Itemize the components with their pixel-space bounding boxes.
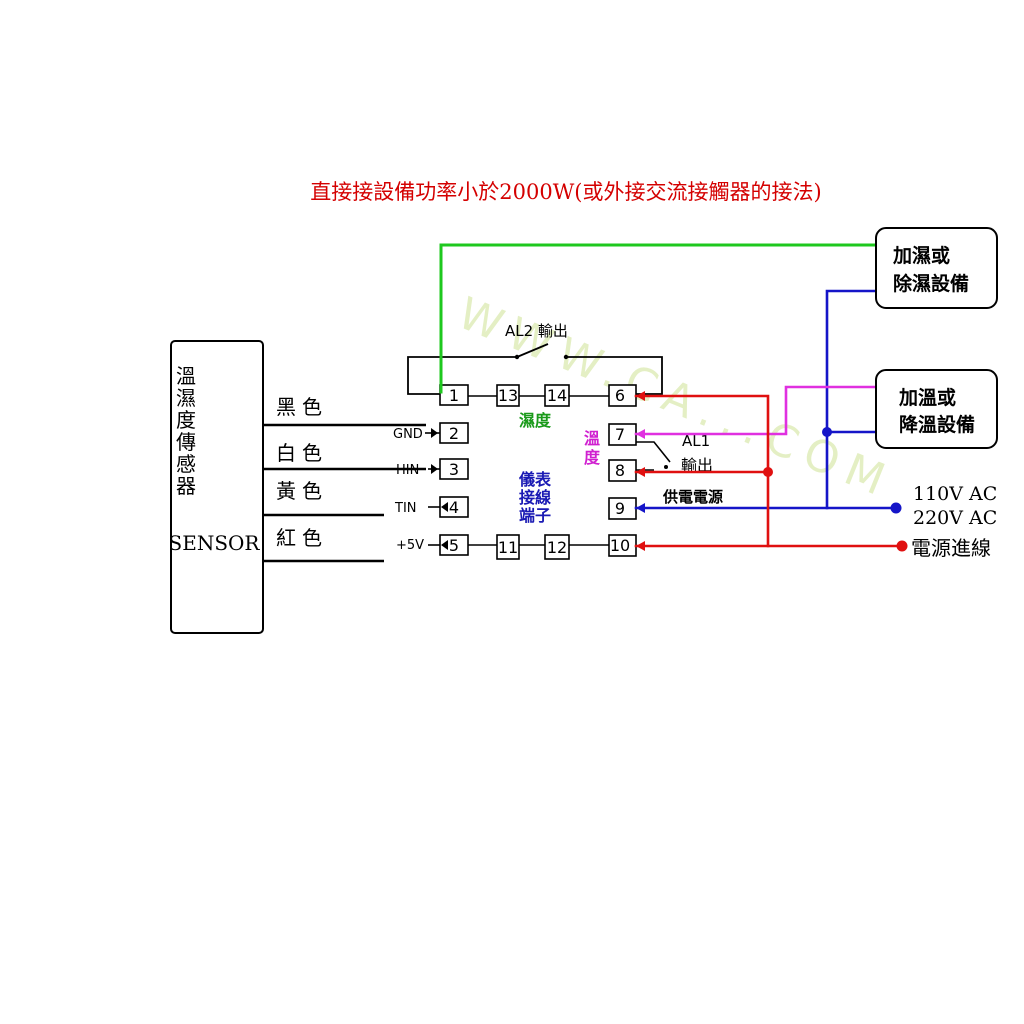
terminal-number: 10 [610, 536, 630, 555]
terminal-2: 2 [439, 422, 469, 444]
al2-contact [514, 354, 520, 360]
pin-label-5v: +5V [396, 538, 424, 553]
terminal-number: 1 [449, 386, 459, 405]
pin-label-hin: HIN [396, 463, 419, 478]
sensor-english-label: SENSOR [169, 531, 261, 555]
terminal-1: 1 [439, 384, 469, 406]
wire-color-label: 紅色 [276, 526, 328, 550]
terminal-arrow [441, 540, 448, 550]
blue-arrow [636, 503, 645, 513]
wire-color-label: 黑色 [276, 395, 328, 419]
terminal-number: 9 [615, 499, 625, 518]
al2-loop-wire [407, 356, 517, 395]
terminal-arrow [441, 502, 448, 512]
terminal-number: 5 [449, 536, 459, 555]
terminal-10: 10 [608, 534, 637, 557]
ac-220-label: 220V AC [913, 507, 997, 529]
al2-output-label: AL2 輸出 [505, 322, 568, 340]
terminal-12: 12 [544, 534, 570, 560]
terminal-4: 4 [439, 496, 469, 518]
terminal-5: 5 [439, 534, 469, 556]
terminal-number: 14 [547, 386, 567, 405]
sensor-label-char: 感 [176, 452, 196, 476]
terminal-number: 12 [547, 538, 567, 557]
magenta-wire [634, 385, 884, 436]
al1-contact [664, 465, 668, 469]
sensor-box [170, 340, 264, 634]
terminal-number: 4 [449, 498, 459, 517]
terminal-11: 11 [496, 534, 520, 560]
pin-label-tin: TIN [394, 501, 417, 516]
diagram-title: 直接接設備功率小於2000W(或外接交流接觸器的接法) [310, 180, 821, 204]
al1-label: AL1 [682, 432, 710, 450]
terminal-7: 7 [608, 423, 637, 446]
humidity-device-box [875, 227, 998, 309]
terminal-number: 7 [615, 425, 625, 444]
terminal-3: 3 [439, 458, 469, 480]
al2-switch-blade [516, 343, 549, 358]
terminal-number: 3 [449, 460, 459, 479]
sensor-label-char: 溫 [176, 364, 196, 388]
sensor-label-char: 傳 [176, 430, 196, 454]
wire-color-label: 黃色 [276, 479, 328, 503]
humidity-device-label: 除濕設備 [893, 272, 969, 295]
terminal-number: 2 [449, 424, 459, 443]
al2-contact [563, 354, 569, 360]
terminal-8: 8 [608, 459, 637, 482]
al1-output-label: 輸出 [681, 456, 713, 475]
terminal-13: 13 [496, 384, 520, 407]
humidity-label: 濕度 [519, 411, 552, 430]
sensor-label: 溫 濕 度 傳 感 器 [176, 364, 196, 498]
temperature-device-label: 降溫設備 [899, 413, 975, 436]
meter-terminal-label: 儀表 [518, 470, 552, 489]
meter-terminal-label: 端子 [519, 506, 551, 525]
red-arrow [636, 467, 645, 477]
temperature-device-label: 加溫或 [898, 386, 956, 409]
terminal-number: 13 [498, 386, 518, 405]
temperature-label-char: 溫 [584, 429, 600, 448]
ac-110-label: 110V AC [913, 483, 997, 505]
sensor-label-char: 度 [176, 408, 196, 432]
al2-loop-wire [566, 356, 663, 395]
power-input-label: 電源進線 [911, 536, 991, 560]
blue-junction-dot [822, 427, 832, 437]
terminal-arrow [431, 428, 438, 438]
sensor-label-char: 器 [176, 474, 196, 498]
wire-color-label: 白色 [276, 441, 328, 465]
power-supply-label: 供電電源 [662, 488, 723, 506]
temperature-device-box [875, 369, 998, 449]
green-wire [439, 243, 884, 394]
red-wire-t6 [634, 394, 770, 548]
terminal-number: 6 [615, 386, 625, 405]
terminal-9: 9 [608, 497, 637, 520]
red-wire-dot [896, 540, 908, 552]
terminal-number: 8 [615, 461, 625, 480]
sensor-label-char: 濕 [176, 386, 196, 410]
red-arrow [636, 391, 645, 401]
magenta-arrow [636, 429, 645, 439]
terminal-arrow [431, 464, 438, 474]
blue-wire-dot [890, 502, 902, 514]
al1-switch-blade [636, 441, 671, 463]
temperature-label-char: 度 [584, 448, 601, 467]
humidity-device-label: 加濕或 [892, 244, 950, 267]
terminal-number: 11 [498, 538, 518, 557]
pin-label-gnd: GND [393, 427, 423, 442]
red-junction-dot [763, 467, 773, 477]
terminal-6: 6 [608, 384, 637, 407]
terminal-14: 14 [544, 384, 570, 407]
red-arrow [636, 541, 645, 551]
meter-terminal-label: 接線 [519, 488, 551, 507]
terminal-block: 1 2 3 4 5 13 14 11 [439, 384, 637, 560]
